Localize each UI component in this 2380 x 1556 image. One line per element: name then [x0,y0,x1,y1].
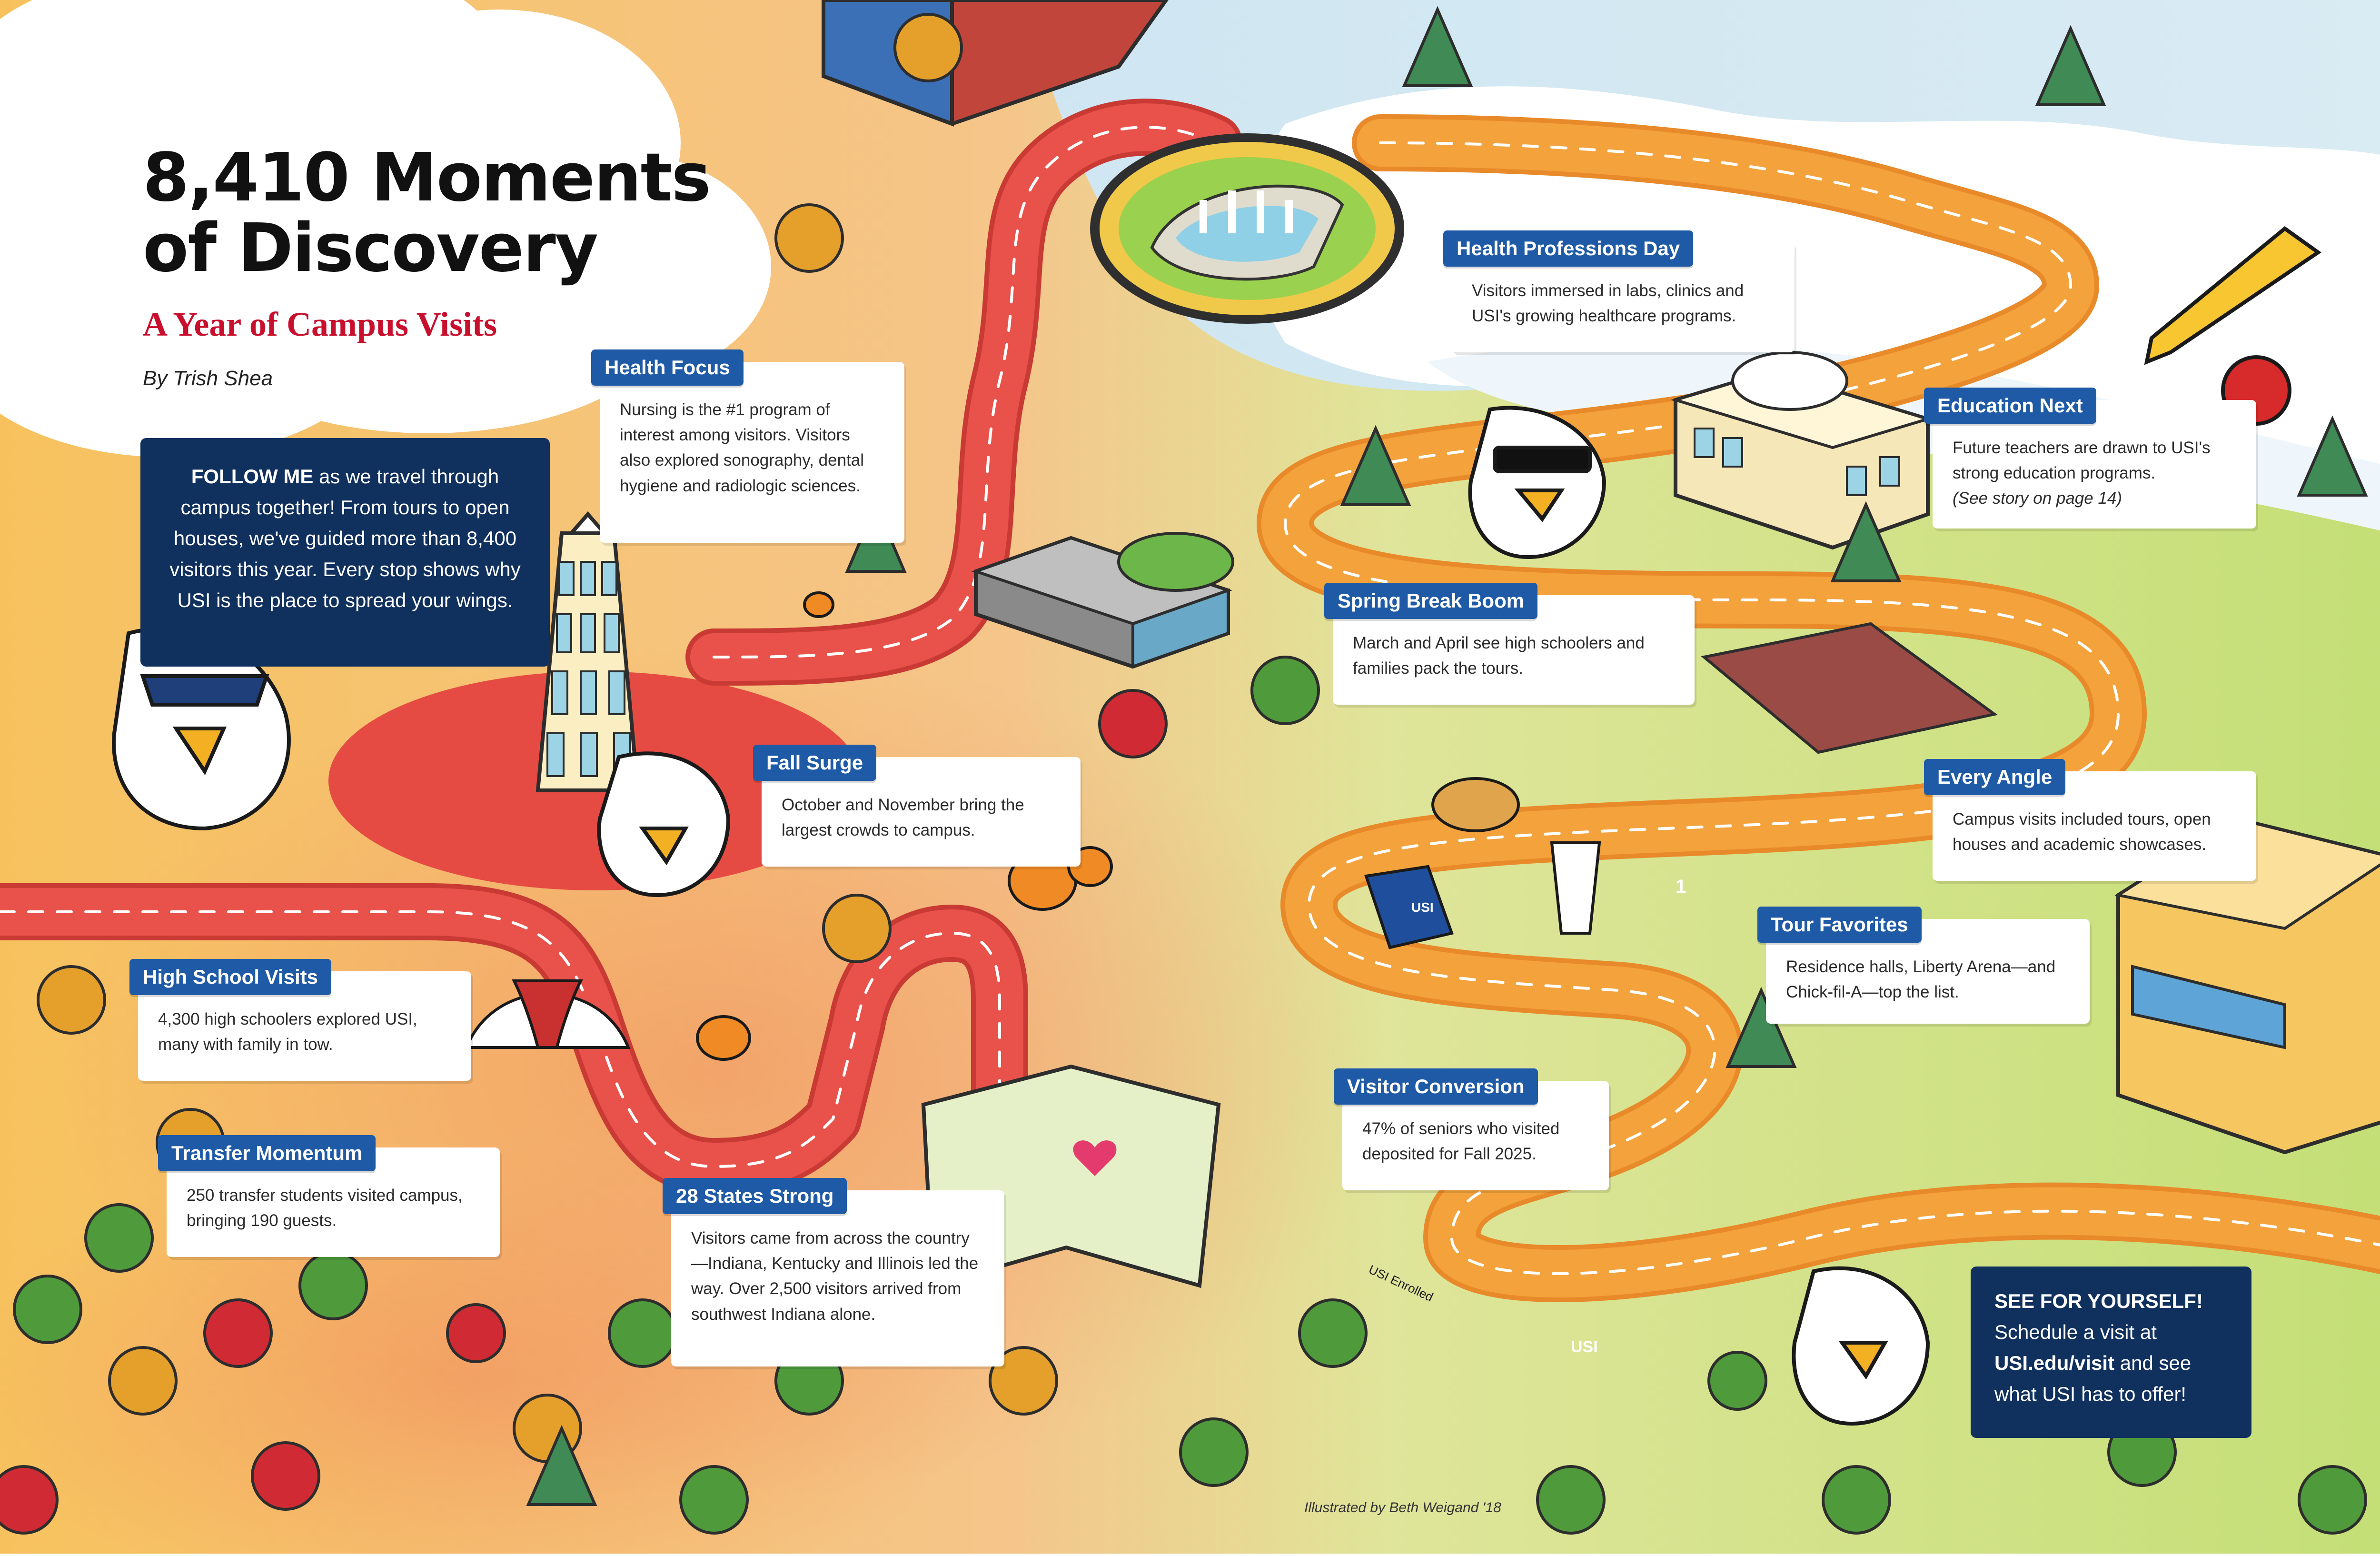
page-subtitle: A Year of Campus Visits [143,305,497,343]
card-text: Future teachers are drawn to USI's stron… [1953,435,2236,511]
card-text-main: Future teachers are drawn to USI's stron… [1953,439,2211,483]
card-high-school-visits: High School Visits 4,300 high schoolers … [129,959,471,1081]
card-title: Tour Favorites [1757,907,1922,943]
card-every-angle: Every Angle Campus visits included tours… [1924,759,2256,881]
card-title: Transfer Momentum [158,1135,376,1171]
card-text: Residence halls, Liberty Arena—and Chick… [1786,958,2056,1002]
card-transfer-momentum: Transfer Momentum 250 transfer students … [158,1135,500,1257]
card-title: High School Visits [129,959,331,995]
card-fall-surge: Fall Surge October and November bring th… [753,745,1081,867]
cta-box: SEE FOR YOURSELF! Schedule a visit at US… [1971,1267,2251,1438]
title-line-1: 8,410 Moments [143,139,711,217]
byline: By Trish Shea [143,367,273,390]
card-text: 4,300 high schoolers explored USI, many … [158,1010,417,1054]
card-text: Nursing is the #1 program of interest am… [620,400,864,495]
card-education-next: Education Next Future teachers are drawn… [1924,388,2256,529]
card-text: 47% of seniors who visited deposited for… [1362,1119,1560,1164]
robot-label: USI [1411,900,1434,915]
card-title: Health Focus [591,349,744,386]
intro-box: FOLLOW ME as we travel through campus to… [140,438,550,667]
card-text: 250 transfer students visited campus, br… [187,1186,463,1230]
card-text: Campus visits included tours, open house… [1953,810,2211,854]
card-title: 28 States Strong [663,1178,847,1214]
card-visitor-conversion: Visitor Conversion 47% of seniors who vi… [1334,1068,1609,1190]
card-text: March and April see high schoolers and f… [1353,634,1645,678]
card-text: Visitors immersed in labs, clinics and U… [1472,281,1744,326]
intro-lead: FOLLOW ME [191,465,314,488]
card-title: Education Next [1924,388,2096,424]
intro-text: as we travel through campus together! Fr… [169,465,521,612]
card-spring-break-boom: Spring Break Boom March and April see hi… [1324,583,1695,705]
page-title: 8,410 Moments of Discovery [143,139,711,288]
card-health-focus: Health Focus Nursing is the #1 program o… [591,349,904,543]
card-title: Spring Break Boom [1324,583,1538,619]
tower-illustration [536,511,640,792]
pennant-number: 1 [1676,876,1686,897]
card-28-states-strong: 28 States Strong Visitors came from acro… [663,1178,1004,1366]
card-title: Every Angle [1924,759,2066,795]
cta-link[interactable]: USI.edu/visit [1994,1352,2115,1375]
card-tour-favorites: Tour Favorites Residence halls, Liberty … [1757,907,2090,1024]
card-title: Health Professions Day [1443,230,1694,267]
cta-line-1: Schedule a visit at [1994,1321,2157,1344]
cta-line-2: and see what USI has to offer! [1994,1352,2192,1406]
illustration-credit: Illustrated by Beth Weigand '18 [1304,1500,1501,1516]
card-title: Visitor Conversion [1334,1068,1538,1105]
card-text: October and November bring the largest c… [782,796,1024,840]
card-title: Fall Surge [753,745,877,781]
shirt-label: USI [1571,1338,1598,1356]
card-health-professions-day: Health Professions Day Visitors immersed… [1443,230,1795,352]
card-text: Visitors came from across the country—In… [691,1229,979,1324]
cta-heading: SEE FOR YOURSELF! [1994,1290,2203,1312]
title-line-2: of Discovery [143,209,598,288]
card-note: (See story on page 14) [1953,489,2122,508]
cta-text: Schedule a visit at USI.edu/visit and se… [1994,1317,2228,1409]
